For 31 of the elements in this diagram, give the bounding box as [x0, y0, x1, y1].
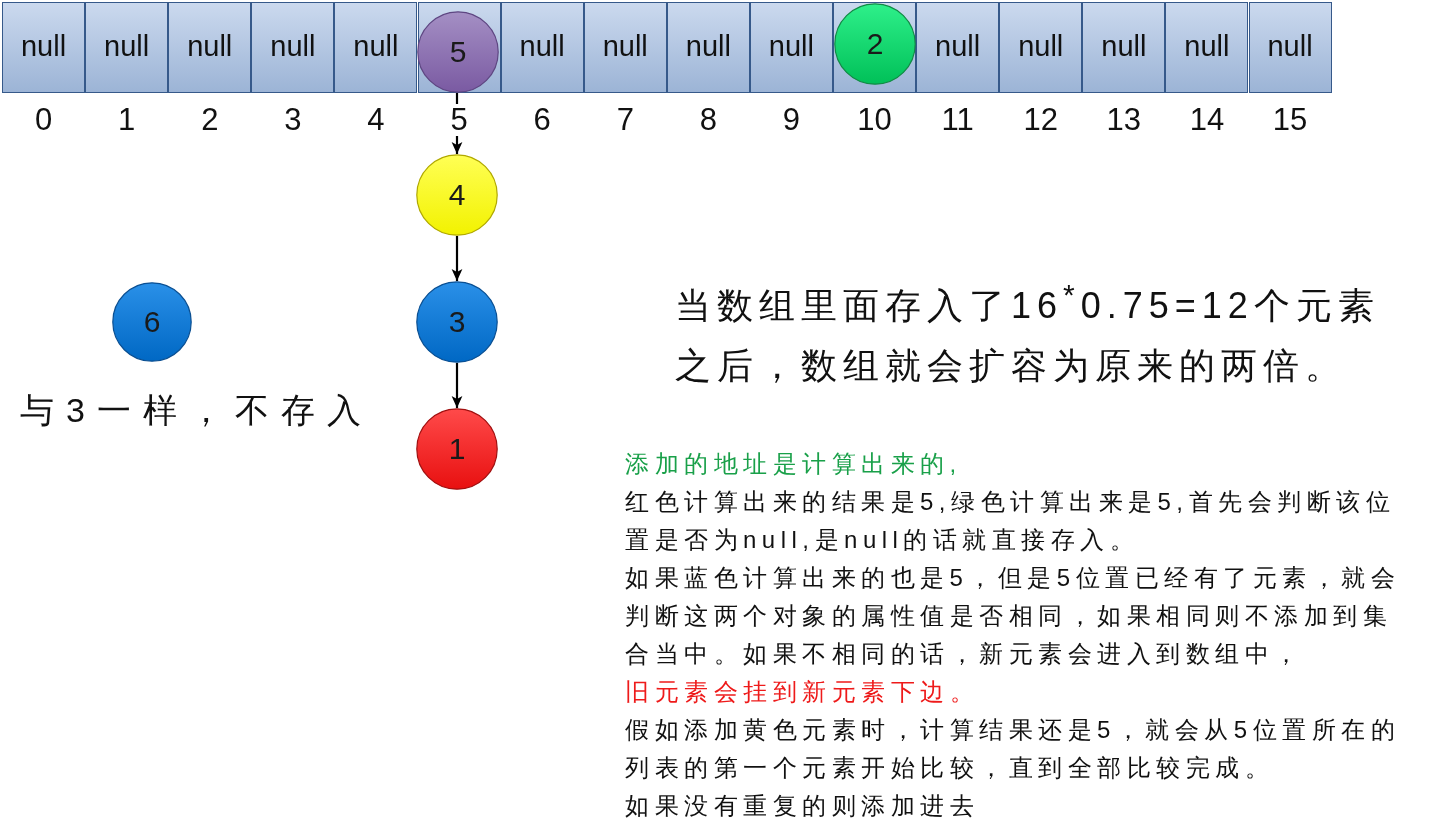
circle-node: 2: [834, 3, 916, 85]
note-text: 假如添加黄色元素时，计算结果还是5，就会从5位置所在的列表的第一个元素开始比较，直到全部比较完成。: [625, 715, 1402, 783]
array-cell: null: [2, 2, 86, 93]
array-cell: null: [749, 2, 833, 93]
note-heading: 添加的地址是计算出来的,: [625, 449, 963, 479]
array-cell: null: [85, 2, 169, 93]
array-cell: null: [583, 2, 667, 93]
array-cell: null: [1082, 2, 1166, 93]
note-text: 与3一样，不存入: [20, 390, 373, 431]
array-cell: null: [1248, 2, 1332, 93]
arrow: [451, 363, 463, 408]
array-cell: null: [334, 2, 418, 93]
arrow: [451, 236, 463, 281]
index-number: 5: [449, 104, 469, 136]
note-text: 如果蓝色计算出来的也是5，但是5位置已经有了元素，就会判断这两个对象的属性值是否相同，如果相同则不添加到集合当中。如果不相同的话，新元素会进入到数组中，: [625, 563, 1402, 669]
circle-node: 6: [112, 282, 192, 362]
note-text: 如果没有重复的则添加进去: [625, 791, 980, 821]
circle-node: 4: [416, 154, 498, 236]
circle-node: 5: [417, 11, 499, 93]
array-cell: null: [1165, 2, 1249, 93]
array-cell: null: [168, 2, 252, 93]
array-cell: null: [999, 2, 1083, 93]
array-cell: null: [251, 2, 335, 93]
highlighted-text: 旧元素会挂到新元素下边。: [625, 677, 980, 707]
circle-node: 3: [416, 281, 498, 363]
circle-node: 1: [416, 408, 498, 490]
array-cell: null: [666, 2, 750, 93]
note-text: 红色计算出来的结果是5,绿色计算出来是5,首先会判断该位置是否为null,是null的话就直接存入。: [625, 487, 1397, 555]
note-text: 当数组里面存入了16$^{*}$0.75=12个元素之后，数组就会扩容为原来的两倍。: [675, 277, 1381, 388]
array-cell: null: [500, 2, 584, 93]
array-cell: null: [916, 2, 1000, 93]
